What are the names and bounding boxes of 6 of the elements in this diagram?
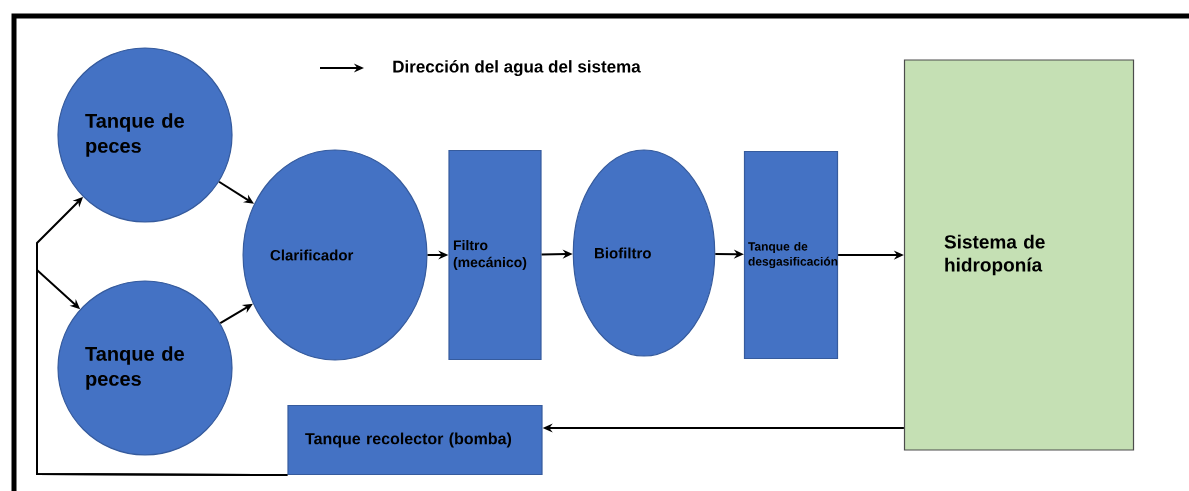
process-box: Tanque de desgasificación: [743, 150, 839, 360]
arrow: [36, 267, 289, 477]
legend-text: Dirección del agua del sistema: [393, 59, 641, 77]
system-box: Sistema de hidroponía: [903, 59, 1135, 451]
process-box: Filtro (mecánico): [448, 149, 542, 361]
process-box: Tanque recolector (bomba): [287, 404, 543, 476]
